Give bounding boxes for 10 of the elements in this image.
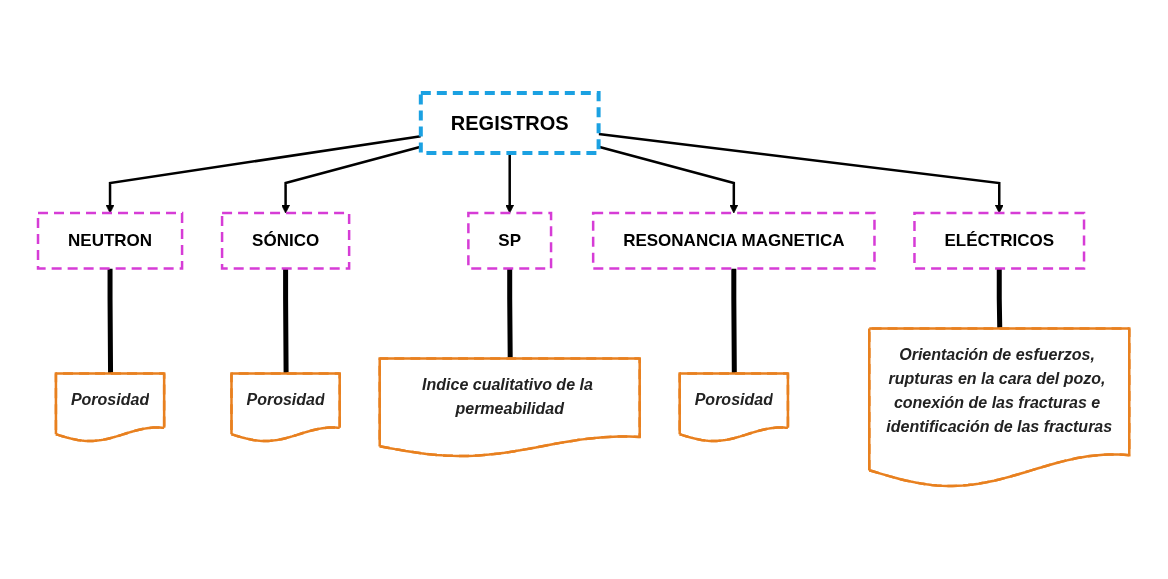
node-box: RESONANCIA MAGNETICA (592, 211, 877, 270)
node-box: REGISTROS (419, 91, 601, 155)
node-box: SP (467, 211, 553, 270)
connector (107, 268, 114, 374)
node-box: ELÉCTRICOS (913, 211, 1086, 270)
node-box: NEUTRON (37, 211, 184, 270)
node-box: SÓNICO (221, 211, 351, 270)
connector (731, 268, 738, 374)
connector (283, 268, 289, 374)
arrow (505, 153, 515, 214)
